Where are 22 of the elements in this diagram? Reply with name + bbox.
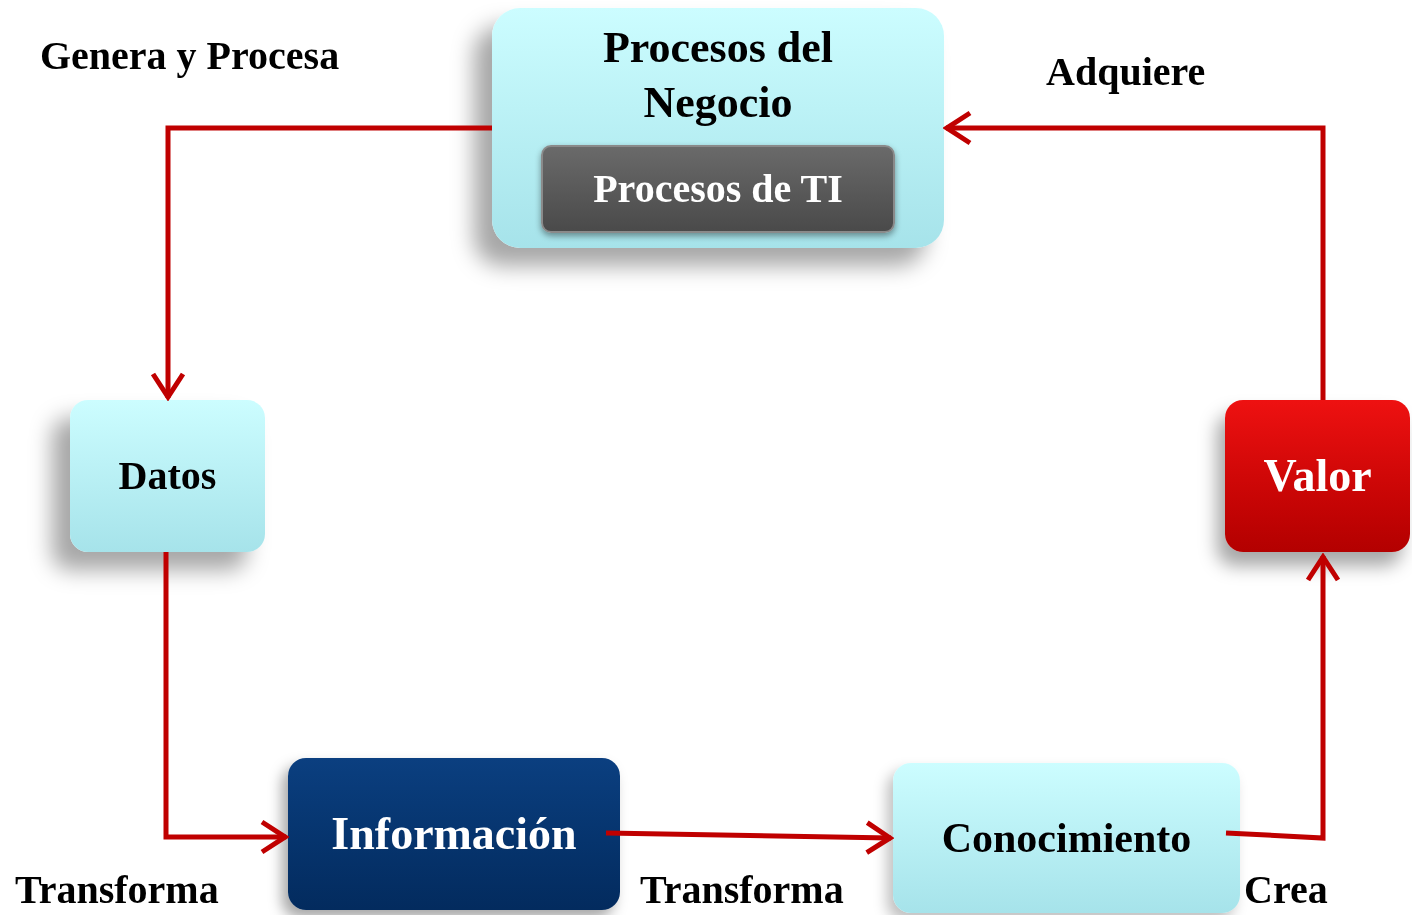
- edge-label: Transforma: [640, 870, 844, 910]
- process-box: [492, 8, 944, 248]
- arrow: [944, 110, 1326, 400]
- arrow: [605, 820, 893, 856]
- edge-label: Genera y Procesa: [40, 36, 340, 76]
- node-label: Procesos de TI: [593, 165, 843, 213]
- node-label: Información: [331, 807, 577, 862]
- process-box: [1225, 400, 1410, 552]
- process-box: [893, 763, 1240, 913]
- arrow: [1225, 554, 1341, 841]
- node-label: Valor: [1263, 449, 1372, 504]
- process-box: [288, 758, 620, 910]
- node-label: Datos: [118, 452, 217, 500]
- edge-label: Adquiere: [1046, 52, 1206, 92]
- arrow: [150, 125, 492, 400]
- node-label: Procesos del Negocio: [601, 22, 835, 129]
- node-label: Conocimiento: [941, 813, 1192, 863]
- process-box: [541, 145, 895, 233]
- edge-label: Transforma: [15, 870, 219, 910]
- process-box: [70, 400, 265, 552]
- arrow: [163, 552, 288, 855]
- edge-label: Crea: [1244, 870, 1328, 910]
